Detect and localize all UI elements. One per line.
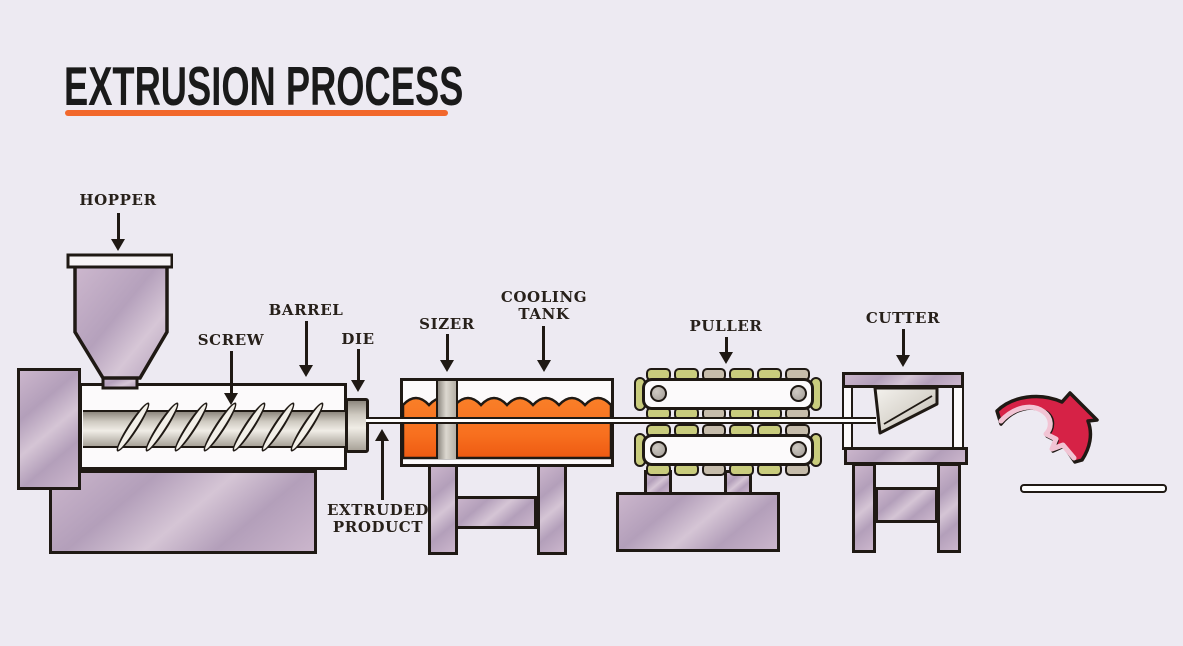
belt-pad-row <box>646 424 810 437</box>
puller-base <box>616 492 780 552</box>
cutter-leg-right <box>937 463 961 553</box>
page-title: EXTRUSION PROCESS <box>64 55 464 117</box>
cooling-tank-pointer-arrow <box>542 326 545 361</box>
label-hopper: HOPPER <box>79 191 157 209</box>
cutter-pointer-arrow <box>901 329 905 356</box>
belt-roller <box>790 441 807 458</box>
label-extruded-product: EXTRUDED PRODUCT <box>327 502 429 535</box>
belt-roller <box>650 385 667 402</box>
die-shape <box>345 398 369 453</box>
barrel-pointer-arrow <box>304 321 308 366</box>
label-extruded-product-line1: EXTRUDED <box>326 501 430 519</box>
extruded-product-pointer-arrow <box>380 440 384 500</box>
product-line <box>366 417 876 424</box>
hopper-shape <box>66 253 173 390</box>
motor-block <box>17 368 81 490</box>
die-pointer-arrow <box>356 349 360 381</box>
belt-roller <box>790 385 807 402</box>
label-puller: PULLER <box>689 317 763 335</box>
label-cooling-tank-line1: COOLING <box>500 288 588 306</box>
label-die: DIE <box>341 330 375 348</box>
label-extruded-product-line2: PRODUCT <box>332 517 424 536</box>
cutter-table-bar <box>844 447 968 465</box>
title-underline <box>65 110 448 116</box>
belt-core <box>642 434 814 466</box>
cut-product-bar <box>1020 484 1167 493</box>
cutter-blade <box>873 386 939 435</box>
label-cutter: CUTTER <box>865 309 941 327</box>
hopper-lid <box>66 253 173 269</box>
belt-roller <box>650 441 667 458</box>
label-barrel: BARREL <box>268 301 344 319</box>
label-sizer: SIZER <box>419 315 475 333</box>
belt-core <box>642 378 814 410</box>
cutter-leg-left <box>852 463 876 553</box>
tank-crossbar <box>452 496 537 529</box>
label-screw: SCREW <box>197 331 265 349</box>
puller-pointer-arrow <box>724 337 728 353</box>
hopper-pointer-arrow <box>116 213 120 240</box>
puller-bottom-belt <box>634 424 822 476</box>
cutter-crossbar <box>875 487 938 523</box>
label-cooling-tank: COOLING TANK <box>501 289 587 322</box>
label-cooling-tank-line2: TANK <box>518 304 570 323</box>
hopper-body <box>73 263 169 380</box>
sizer-pointer-arrow <box>445 334 449 361</box>
tank-leg-right <box>537 464 567 555</box>
extruder-base <box>49 470 317 554</box>
cutter-post-right <box>952 385 964 450</box>
puller-top-belt <box>634 368 822 420</box>
flow-arrow <box>995 391 1099 464</box>
screw-flights <box>113 398 338 460</box>
tank-leg-left <box>428 464 458 555</box>
screw-pointer-arrow <box>229 351 233 394</box>
